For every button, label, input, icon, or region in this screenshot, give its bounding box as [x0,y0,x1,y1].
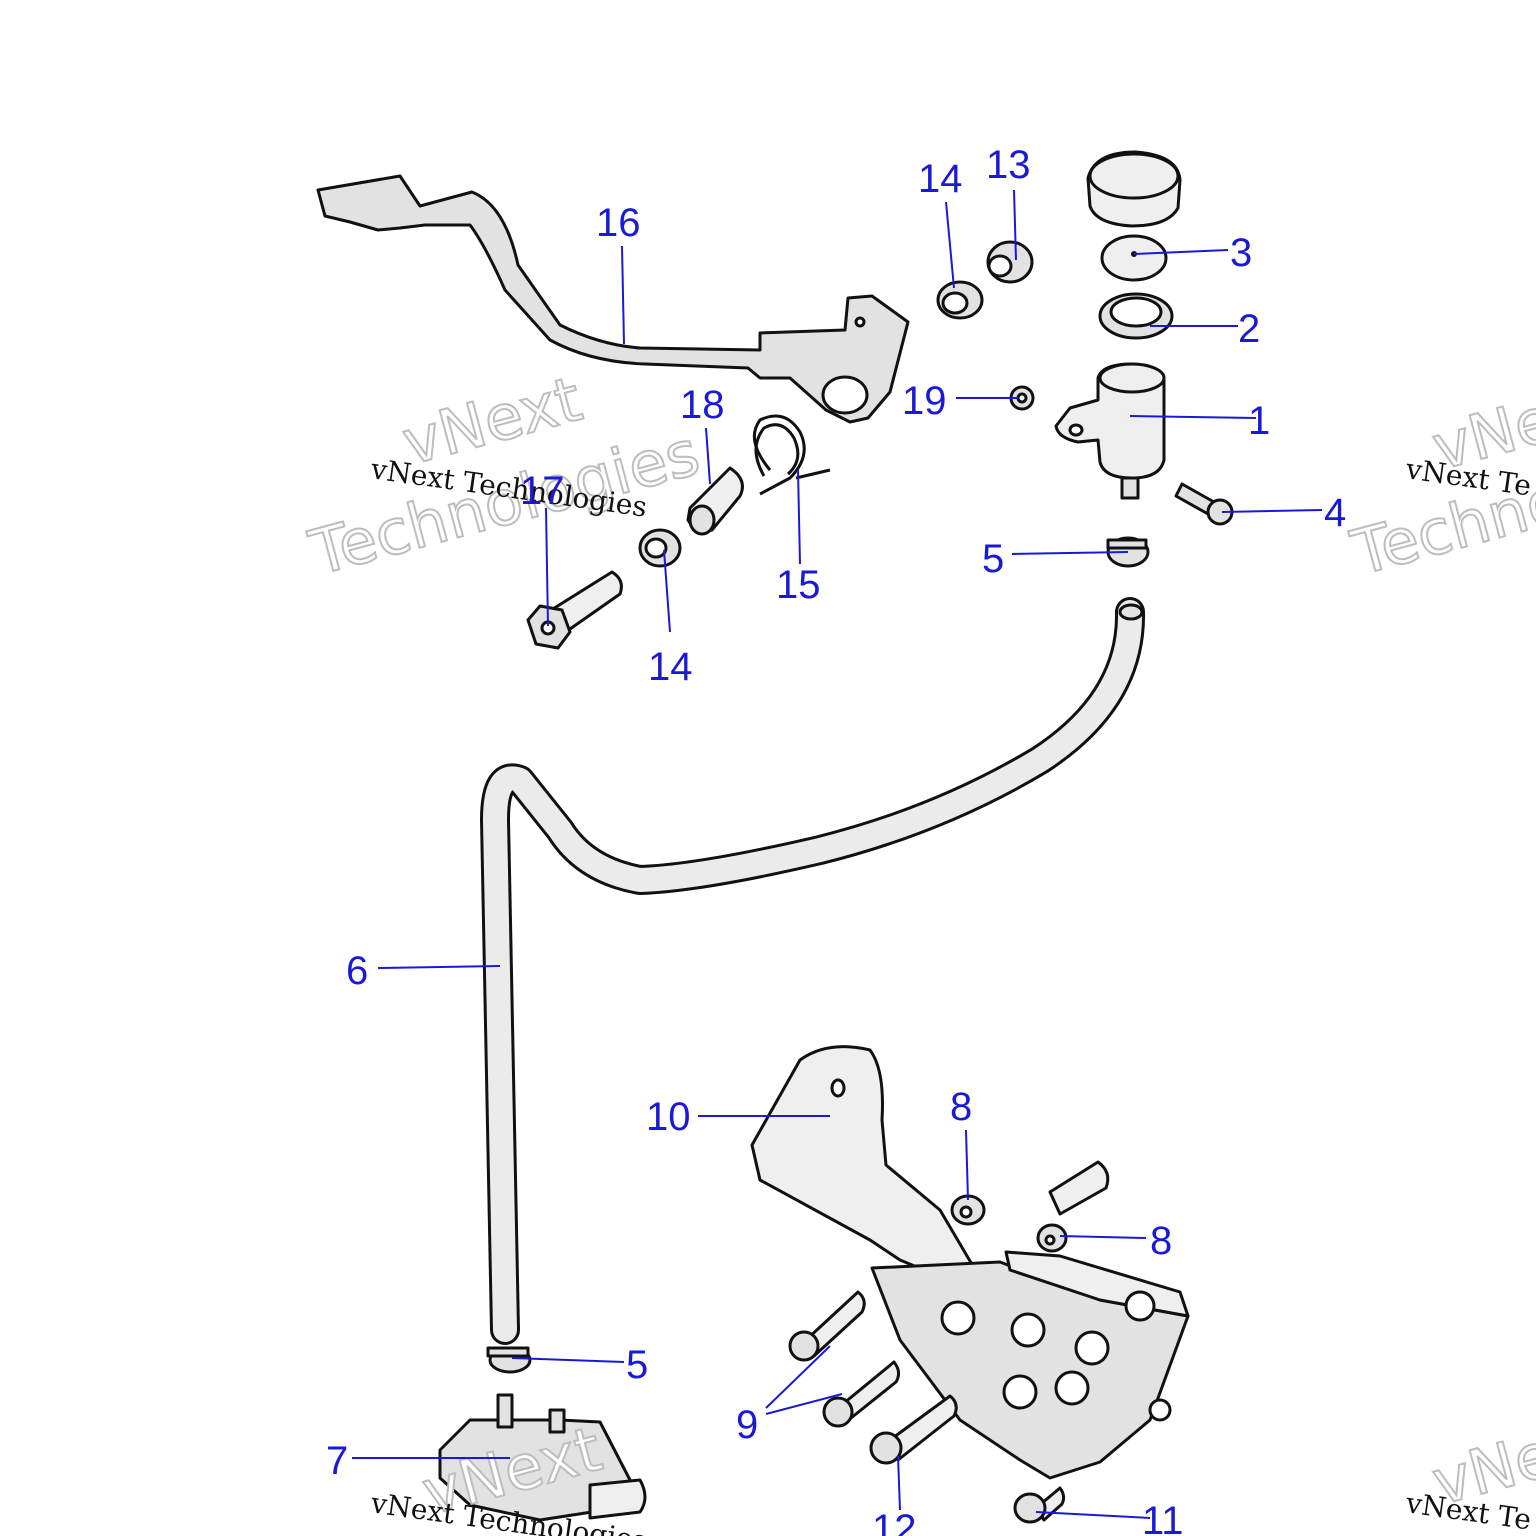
callout-8-upper: 8 [950,1085,972,1129]
leader-lines [352,189,1323,1519]
pedal-mount-plate [870,1250,1190,1480]
callout-14-lower: 14 [648,645,693,689]
callout-17: 17 [520,469,565,513]
callout-15: 15 [776,563,821,607]
callout-7: 7 [326,1439,348,1483]
callout-labels: 1 2 3 4 5 5 6 7 8 8 9 10 11 12 13 14 14 … [326,143,1346,1536]
return-spring [752,414,831,496]
callout-14-upper: 14 [918,157,963,201]
hose-clamp-lower [486,1346,532,1374]
reservoir-seal [1098,292,1174,340]
watermark-group-right: vNe Techno vNext Te [1343,382,1536,591]
reservoir-diaphragm [1100,234,1168,282]
callout-12: 12 [872,1507,917,1536]
watermark-group-bottom-right: vNe vNext Te [1403,1417,1536,1536]
callout-3: 3 [1230,231,1252,275]
bolt-lower [869,1394,958,1465]
spacer-tube [1048,1160,1110,1216]
pedal-mount-bracket [750,1045,982,1287]
bolt-upper [788,1290,866,1362]
callout-18: 18 [680,383,725,427]
reservoir-cap [1086,150,1182,228]
callout-11: 11 [1142,1499,1184,1536]
callout-10: 10 [646,1095,691,1139]
callout-2: 2 [1238,307,1260,351]
bolt-bottom [1013,1486,1066,1524]
reservoir-bolt [1174,482,1234,526]
callout-5-upper: 5 [982,537,1004,581]
callout-19: 19 [902,379,947,423]
bushing-lower [638,528,682,568]
bushing-upper [936,280,984,320]
callout-1: 1 [1248,399,1270,443]
callout-13: 13 [986,143,1031,187]
pivot-sleeve [686,466,744,536]
callout-4: 4 [1324,491,1346,535]
flange-nut-upper [950,1194,986,1226]
callout-16: 16 [596,201,641,245]
callout-9: 9 [736,1403,758,1447]
flanged-bushing [986,240,1034,284]
brake-hose [480,597,1146,1345]
flange-nut-right [1036,1223,1068,1253]
bolt-middle [822,1360,901,1428]
pedal-pivot-bolt [526,570,623,650]
callout-8-right: 8 [1150,1219,1172,1263]
callout-6: 6 [346,949,368,993]
callout-5-lower: 5 [626,1343,648,1387]
brake-pedal-arm [316,174,910,424]
brake-fluid-reservoir [1054,362,1166,500]
master-cylinder [438,1393,647,1522]
